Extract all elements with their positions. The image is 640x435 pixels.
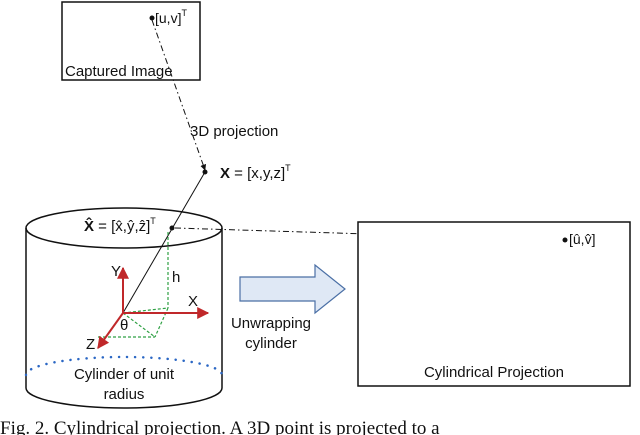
cylindrical-projection-box — [357, 221, 631, 387]
captured-image-label: Captured Image — [65, 63, 173, 80]
cylinder-point-label: X̂ = [x̂,ŷ,ẑ]T — [84, 216, 156, 235]
image-point-label: [u,v]T — [155, 8, 187, 26]
coordinate-axes — [97, 266, 210, 349]
cylindrical-projection-panel: [û,v̂] Cylindrical Projection — [357, 221, 631, 387]
theta-label: θ — [120, 317, 128, 334]
unwrap-label-line1: Unwrapping — [231, 315, 311, 332]
unwrap-label-line2: cylinder — [245, 335, 297, 352]
z-axis-arrow — [97, 312, 124, 349]
projection-label: 3D projection — [190, 123, 278, 140]
figure-caption: Fig. 2. Cylindrical projection. A 3D poi… — [0, 418, 440, 435]
captured-image-box — [61, 1, 201, 81]
cylinder-label-line2: radius — [104, 386, 145, 403]
cylinder-bottom-arc — [25, 387, 223, 409]
cylinder-label-line1: Cylinder of unit — [74, 366, 175, 383]
captured-image-panel: Captured Image [u,v]T — [61, 1, 201, 81]
cylinder — [24, 207, 224, 409]
image-point-marker — [149, 15, 155, 21]
unwrap-block-arrow — [239, 263, 346, 315]
projected-point-marker — [562, 237, 568, 243]
y-axis-label: Y — [111, 263, 121, 280]
origin-ray-line — [122, 171, 206, 314]
angle-guide-diagonal — [122, 312, 156, 338]
x-axis-label: X — [188, 293, 198, 310]
projected-point-label: [û,v̂] — [569, 231, 595, 247]
z-axis-label: Z — [86, 336, 95, 353]
world-point-label: X = [x,y,z]T — [220, 163, 291, 182]
cylinder-point-marker — [169, 225, 175, 231]
height-label: h — [172, 269, 180, 286]
cylindrical-projection-label: Cylindrical Projection — [424, 364, 564, 381]
